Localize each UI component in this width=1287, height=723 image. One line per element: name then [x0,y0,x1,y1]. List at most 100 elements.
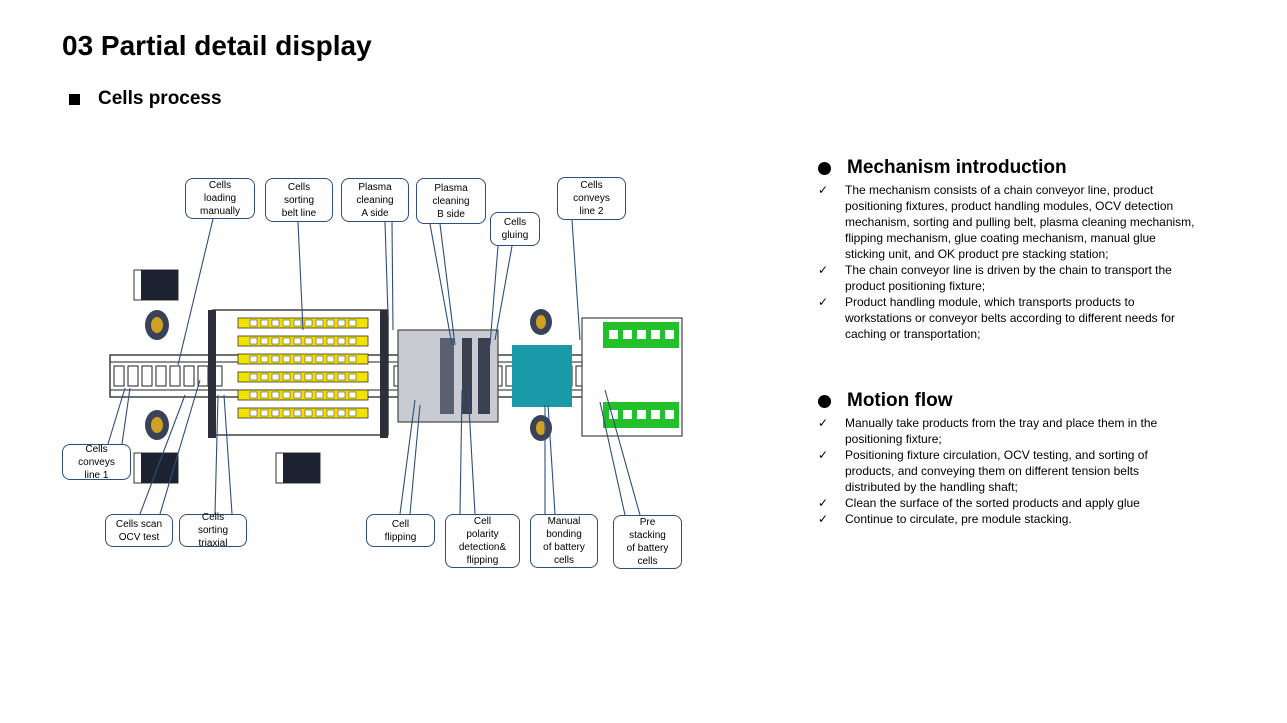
motion-item: ✓Positioning fixture circulation, OCV te… [816,447,1196,495]
belt-cell [326,355,335,363]
leader-line [399,399,416,515]
fixture [169,365,181,387]
belt-cell [282,391,291,399]
leader-line [384,221,389,316]
leader-line [439,223,456,346]
fixture [113,365,125,387]
belt-cell [326,373,335,381]
belt-cell [271,319,280,327]
belt-cell [260,373,269,381]
tray-stack-bottom-mid [275,452,321,484]
belt-cell [348,355,357,363]
callout-leader-lines [107,218,641,516]
gluing-teal-section [512,309,572,441]
green-cell [623,330,632,339]
green-cell [637,410,646,419]
belt-cell [337,319,346,327]
belt-cell [304,337,313,345]
sorting-belts [237,317,369,419]
belt-cell [315,409,324,417]
leader-line [177,218,214,366]
belt-cell [337,337,346,345]
belt-cell [348,373,357,381]
belt-cell [249,391,258,399]
machine-layout-drawing [107,218,683,516]
belt-cell [260,337,269,345]
callout-polarity: Cell polarity detection& flipping [445,514,520,568]
belt-cell [315,319,324,327]
belt-cell [282,373,291,381]
leader-line [409,404,421,515]
belt-cell [348,409,357,417]
green-cell [609,410,618,419]
leader-line [459,389,463,515]
callout-scan-ocv: Cells scan OCV test [105,514,173,547]
leader-line [121,387,131,445]
belt-cell [326,337,335,345]
belt-cell [260,409,269,417]
belt-cell [304,319,313,327]
belt-cell [326,319,335,327]
section-subheading: Cells process [69,88,222,110]
mechanism-item-text: The mechanism consists of a chain convey… [845,183,1195,261]
belt-cell [315,337,324,345]
belt-cell [260,319,269,327]
plasma-cleaning-module [397,329,499,423]
motion-item-text: Positioning fixture circulation, OCV tes… [845,448,1148,494]
motion-item-text: Manually take products from the tray and… [845,416,1158,446]
belt-cell [282,319,291,327]
callout-sorting-triaxial: Cells sorting triaxial [179,512,247,549]
belt-cell [271,355,280,363]
callout-conveys-line-1: Cells conveys line 1 [62,444,131,481]
checkmark-icon: ✓ [817,512,829,526]
callout-cells-loading: Cells loading manually [185,178,255,219]
belt-cell [315,355,324,363]
belt-cell [326,409,335,417]
green-cell [623,410,632,419]
leader-line [297,221,304,331]
mechanism-item: ✓ The chain conveyor line is driven by th… [816,262,1196,294]
belt-cell [293,409,302,417]
leader-line [139,394,186,515]
mechanism-heading-text: Mechanism introduction [847,157,1067,178]
leader-line [223,394,233,515]
belt-cell [249,355,258,363]
checkmark-icon: ✓ [817,263,829,277]
belt-cell [337,391,346,399]
leader-line [214,394,219,515]
belt-cell [249,373,258,381]
motion-item-text: Clean the surface of the sorted products… [845,496,1140,510]
motion-item: ✓Continue to circulate, pre module stack… [816,511,1196,527]
subheading-text: Cells process [98,88,222,109]
belt-cell [293,373,302,381]
tray-stack-bottom-left [133,452,179,484]
belt-line [237,371,369,383]
leader-line [571,219,581,341]
belt-cell [271,391,280,399]
leader-line [429,223,453,346]
round-bullet-icon [818,394,831,408]
callout-sorting-belt: Cells sorting belt line [265,178,333,222]
belt-cell [348,319,357,327]
mechanism-item: ✓Product handling module, which transpor… [816,294,1196,342]
motion-item: ✓Clean the surface of the sorted product… [816,495,1196,511]
mechanism-introduction-section: Mechanism introduction ✓The mechanism co… [816,156,1196,342]
belt-cell [315,391,324,399]
leader-line [599,401,626,516]
motion-item: ✓ Manually take products from the tray an… [816,415,1196,447]
belt-line [237,407,369,419]
green-cell [651,410,660,419]
leader-line [107,387,126,445]
cells-process-diagram: Cells loading manually Cells sorting bel… [62,177,683,569]
fixture [183,365,195,387]
mechanism-item-text: The chain conveyor line is driven by the… [845,263,1172,293]
mechanism-item: ✓The mechanism consists of a chain conve… [816,182,1196,262]
leader-line [604,389,641,516]
checkmark-icon: ✓ [817,416,829,430]
mechanism-item-text: Product handling module, which transport… [845,295,1175,341]
page-title: 03 Partial detail display [62,30,372,61]
loading-robot-arms [145,310,169,440]
green-cell [609,330,618,339]
callout-plasma-b: Plasma cleaning B side [416,178,486,224]
belt-cell [282,337,291,345]
